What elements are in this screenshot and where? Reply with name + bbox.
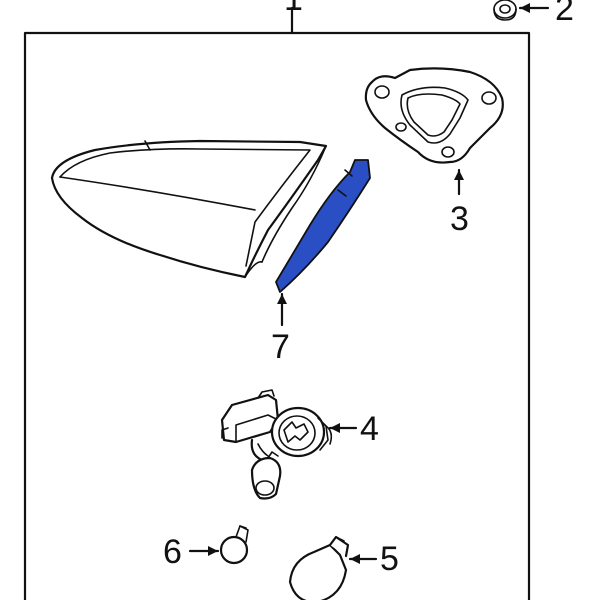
leader-6 — [188, 546, 220, 556]
leader-3 — [454, 168, 464, 196]
lamp-housing — [50, 139, 328, 279]
small-bulb-part-6 — [219, 525, 249, 565]
leader-4 — [328, 423, 358, 433]
callout-1: 1 — [284, 0, 303, 18]
large-bulb-part-5 — [288, 535, 350, 600]
assembly-frame — [23, 31, 531, 600]
socket-harness-part-4 — [220, 389, 333, 500]
callout-4: 4 — [360, 410, 379, 448]
leader-7 — [277, 292, 287, 327]
leader-5 — [348, 554, 378, 564]
nut-part-2 — [493, 0, 517, 21]
leader-2 — [518, 3, 550, 13]
gasket-strip-part-7 — [275, 159, 371, 293]
callout-5: 5 — [380, 540, 399, 578]
mounting-gasket-part-3 — [364, 67, 504, 164]
callout-3: 3 — [450, 200, 469, 238]
callout-6: 6 — [163, 533, 182, 571]
callout-7: 7 — [271, 328, 290, 366]
callout-2: 2 — [555, 0, 574, 28]
